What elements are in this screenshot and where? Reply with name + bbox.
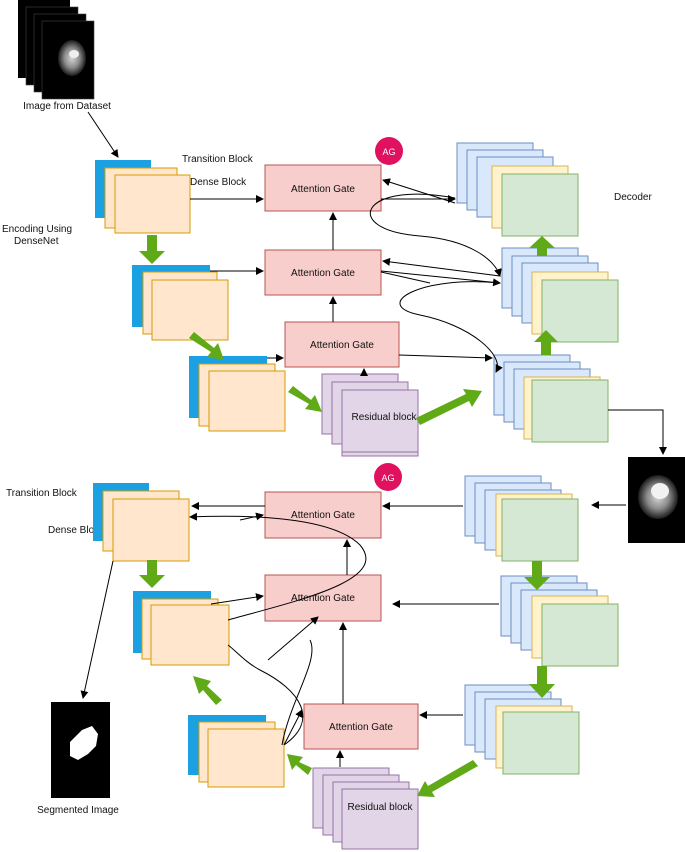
attention-gate-label: Attention Gate: [329, 722, 393, 733]
residual-block-label: Residual block: [347, 802, 413, 813]
decoder-label: Decoder: [614, 192, 652, 203]
ag-badge-bottom: AG: [374, 463, 402, 491]
ag-badge-top: AG: [375, 137, 403, 165]
attention-gate-label: Attention Gate: [291, 593, 355, 604]
decoder-block-bottom-1: [464, 475, 579, 562]
residual-block-top: Residual block: [321, 373, 419, 457]
segmented-image: [51, 702, 110, 798]
attention-gate-bottom-3: Attention Gate: [303, 703, 419, 750]
encoder-block-1: [95, 160, 191, 234]
attention-gate-top-3: Attention Gate: [284, 321, 400, 368]
decoder-block-top-2: [501, 247, 619, 343]
green-flow-arrows: [139, 235, 558, 797]
decoder-block-top-3: [493, 354, 609, 443]
svg-text:AG: AG: [381, 473, 394, 483]
output-block-3: [188, 715, 285, 788]
connector-lines: [80, 111, 667, 767]
attention-gate-label: Attention Gate: [291, 268, 355, 279]
attention-gate-label: Attention Gate: [310, 340, 374, 351]
attention-gate-bottom-1: Attention Gate: [264, 491, 382, 539]
decoder-block-bottom-3: [464, 684, 580, 775]
transition-block-label-top: Transition Block: [182, 154, 254, 165]
encoder-block-3: [189, 356, 286, 432]
brain-scan-image: [58, 40, 86, 76]
transition-block-label-bottom: Transition Block: [6, 488, 78, 499]
segmented-image-label: Segmented Image: [37, 805, 119, 816]
image-from-dataset-label: Image from Dataset: [23, 101, 111, 112]
encoding-label-line2: DenseNet: [14, 236, 59, 247]
input-image-stack: [18, 0, 95, 100]
attention-gate-label: Attention Gate: [291, 184, 355, 195]
attention-gate-top-1: Attention Gate: [264, 164, 382, 212]
encoding-label-line1: Encoding Using: [2, 224, 72, 235]
svg-text:AG: AG: [382, 147, 395, 157]
attention-gate-top-2: Attention Gate: [264, 249, 382, 296]
intermediate-mri-image: [628, 457, 685, 543]
residual-block-bottom: Residual block: [312, 767, 419, 850]
output-block-2: [133, 591, 230, 666]
encoder-block-2: [132, 265, 229, 341]
residual-block-label: Residual block: [351, 412, 417, 423]
dense-block-label-bottom: Dense Block: [48, 525, 105, 536]
decoder-block-top-1: [456, 142, 579, 237]
output-block-1: [93, 483, 190, 562]
dense-block-label-top: Dense Block: [190, 177, 247, 188]
attention-gate-bottom-2: Attention Gate: [264, 574, 382, 622]
attention-gate-label: Attention Gate: [291, 510, 355, 521]
decoder-block-bottom-2: [500, 575, 619, 667]
